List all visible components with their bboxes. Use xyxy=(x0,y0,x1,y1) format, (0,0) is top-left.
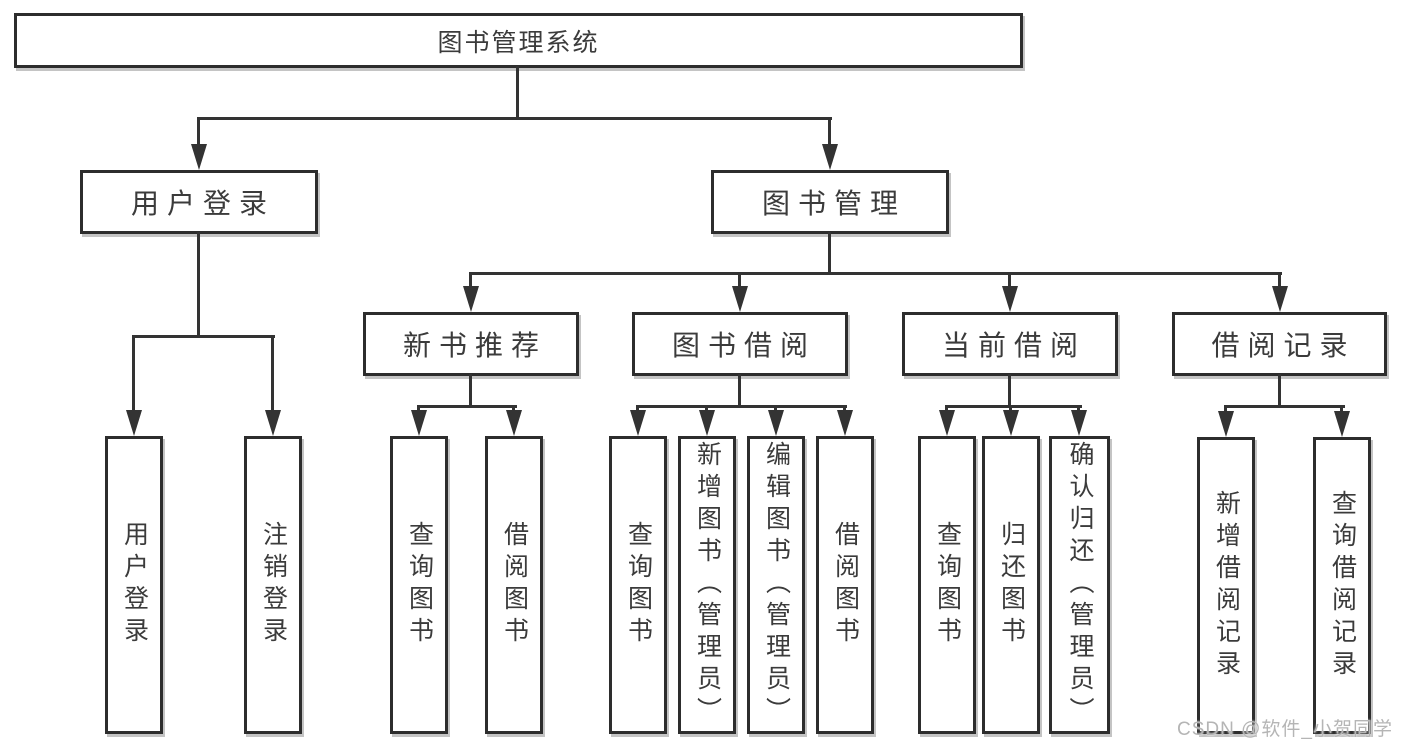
connector-horizontal-line xyxy=(636,405,847,408)
arrow-down-icon xyxy=(837,410,853,436)
connector-horizontal-line xyxy=(132,335,275,338)
arrow-down-icon xyxy=(822,144,838,170)
node-book-management: 图书管理 xyxy=(711,170,949,234)
connector-vertical-line xyxy=(828,117,831,149)
node-root: 图书管理系统 xyxy=(14,13,1023,68)
leaf-br-query-record-label: 查询借阅记录 xyxy=(1328,489,1357,682)
connector-horizontal-line xyxy=(1224,405,1345,408)
node-current-borrow: 当前借阅 xyxy=(902,312,1118,376)
arrow-down-icon xyxy=(411,410,427,436)
leaf-cb-query-book-label: 查询图书 xyxy=(933,521,962,649)
leaf-logout-label: 注销登录 xyxy=(259,521,288,649)
arrow-down-icon xyxy=(265,410,281,436)
leaf-cb-return-book-label: 归还图书 xyxy=(997,521,1026,649)
connector-vertical-line xyxy=(516,66,519,118)
connector-vertical-line xyxy=(132,335,135,417)
arrow-down-icon xyxy=(699,410,715,436)
csdn-watermark: CSDN @软件_小贺同学 xyxy=(1177,719,1393,740)
leaf-bb-add-book-admin: 新增图书（管理员） xyxy=(678,436,736,734)
arrow-down-icon xyxy=(768,410,784,436)
node-user-login: 用户登录 xyxy=(80,170,318,234)
arrow-down-icon xyxy=(939,410,955,436)
node-book-borrow-label: 图书借阅 xyxy=(671,330,816,361)
arrow-down-icon xyxy=(1071,410,1087,436)
arrow-down-icon xyxy=(1003,410,1019,436)
connector-horizontal-line xyxy=(197,117,832,120)
leaf-user-login-label: 用户登录 xyxy=(120,521,149,649)
arrow-down-icon xyxy=(732,286,748,312)
node-borrow-records: 借阅记录 xyxy=(1172,312,1387,376)
node-new-book-recommend-label: 新书推荐 xyxy=(402,330,547,361)
arrow-down-icon xyxy=(1272,286,1288,312)
connector-vertical-line xyxy=(197,117,200,149)
connector-vertical-line xyxy=(1278,272,1281,290)
leaf-cb-confirm-return-admin-label: 确认归还（管理员） xyxy=(1066,441,1094,729)
connector-vertical-line xyxy=(469,272,472,290)
connector-horizontal-line xyxy=(945,405,1082,408)
connector-vertical-line xyxy=(1278,374,1281,408)
arrow-down-icon xyxy=(1218,411,1234,437)
connector-horizontal-line xyxy=(469,272,1282,275)
arrow-down-icon xyxy=(630,410,646,436)
connector-vertical-line xyxy=(271,335,274,417)
connector-vertical-line xyxy=(738,272,741,290)
connector-horizontal-line xyxy=(417,405,517,408)
node-current-borrow-label: 当前借阅 xyxy=(941,330,1086,361)
leaf-nbr-borrow-book-label: 借阅图书 xyxy=(500,521,529,649)
leaf-cb-return-book: 归还图书 xyxy=(982,436,1040,734)
connector-vertical-line xyxy=(197,232,200,338)
node-new-book-recommend: 新书推荐 xyxy=(363,312,579,376)
arrow-down-icon xyxy=(1002,286,1018,312)
leaf-br-add-record: 新增借阅记录 xyxy=(1197,437,1255,734)
leaf-nbr-borrow-book: 借阅图书 xyxy=(485,436,543,734)
connector-vertical-line xyxy=(1008,374,1011,408)
leaf-bb-borrow-book-label: 借阅图书 xyxy=(831,521,860,649)
node-user-login-label: 用户登录 xyxy=(130,188,275,219)
node-borrow-records-label: 借阅记录 xyxy=(1211,330,1356,361)
arrow-down-icon xyxy=(1334,411,1350,437)
leaf-cb-query-book: 查询图书 xyxy=(918,436,976,734)
leaf-logout: 注销登录 xyxy=(244,436,302,734)
leaf-bb-edit-book-admin: 编辑图书（管理员） xyxy=(747,436,805,734)
leaf-br-add-record-label: 新增借阅记录 xyxy=(1212,489,1241,682)
leaf-bb-query-book: 查询图书 xyxy=(609,436,667,734)
leaf-cb-confirm-return-admin: 确认归还（管理员） xyxy=(1049,436,1110,734)
arrow-down-icon xyxy=(463,286,479,312)
leaf-bb-edit-book-admin-label: 编辑图书（管理员） xyxy=(762,441,791,729)
leaf-bb-add-book-admin-label: 新增图书（管理员） xyxy=(693,441,722,729)
leaf-nbr-query-book: 查询图书 xyxy=(390,436,448,734)
node-book-management-label: 图书管理 xyxy=(761,188,906,219)
arrow-down-icon xyxy=(191,144,207,170)
leaf-user-login: 用户登录 xyxy=(105,436,163,734)
arrow-down-icon xyxy=(506,410,522,436)
connector-vertical-line xyxy=(1008,272,1011,290)
node-root-label: 图书管理系统 xyxy=(437,28,600,57)
connector-vertical-line xyxy=(738,374,741,408)
connector-vertical-line xyxy=(469,374,472,408)
leaf-bb-borrow-book: 借阅图书 xyxy=(816,436,874,734)
leaf-bb-query-book-label: 查询图书 xyxy=(624,521,653,649)
leaf-br-query-record: 查询借阅记录 xyxy=(1313,437,1371,734)
leaf-nbr-query-book-label: 查询图书 xyxy=(405,521,434,649)
node-book-borrow: 图书借阅 xyxy=(632,312,848,376)
arrow-down-icon xyxy=(126,410,142,436)
connector-vertical-line xyxy=(828,232,831,275)
